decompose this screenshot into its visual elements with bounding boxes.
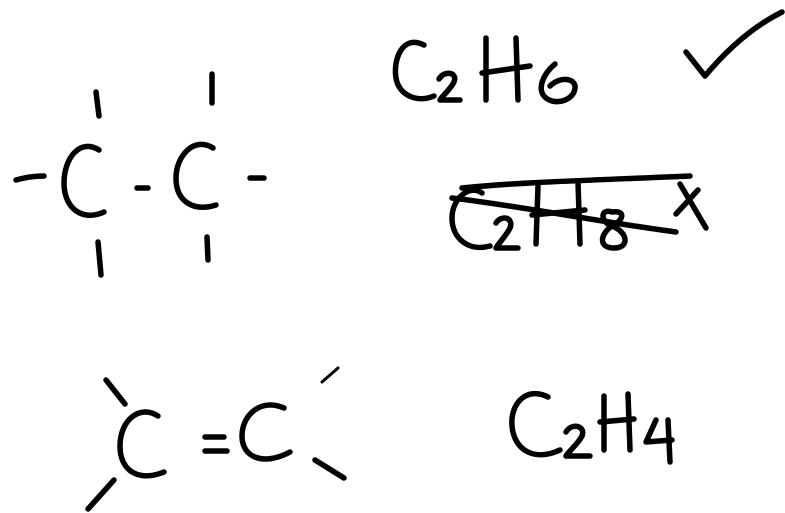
strike-through-arc (459, 173, 693, 191)
formula-c2h4-subscript-4-stem (665, 417, 673, 465)
carbon-atom-left (117, 409, 167, 479)
carbon-atom-2 (173, 141, 219, 210)
formula-c2h8-letter-c (449, 187, 493, 251)
h-bond-upper-left (103, 377, 128, 407)
formula-c2h8-crossed (449, 173, 693, 251)
formula-c2h4-subscript-2 (563, 423, 593, 459)
cross-mark-stroke-1 (677, 181, 709, 231)
cross-mark-icon (673, 181, 709, 231)
formula-c2h6-subscript-2 (436, 70, 463, 103)
h-bond-left (13, 173, 47, 183)
ethylene-structure (85, 366, 347, 512)
check-mark-icon (683, 9, 785, 79)
formula-c2h8-subscript-8 (599, 208, 628, 251)
h-bond-lower-left (85, 477, 117, 512)
h-bond-upper-right (320, 366, 340, 384)
formula-c2h4-subscript-4-left (643, 417, 675, 445)
formula-c2h6-letter-c (392, 39, 437, 102)
carbon-atom-right (239, 402, 293, 462)
formula-c2h4-letter-c (509, 390, 563, 458)
cross-mark-stroke-2 (673, 187, 701, 217)
strike-through-line (449, 195, 679, 235)
formula-c2h4 (509, 390, 675, 465)
formula-c2h8-subscript-2 (493, 215, 521, 251)
h-bond-lower-right (312, 457, 347, 481)
formula-c2h6-letter-h-bar (479, 63, 533, 76)
formula-c2h6 (392, 35, 578, 105)
ethane-structure (13, 71, 267, 278)
h-bond-bottom-left (95, 239, 104, 278)
h-bond-top-left (93, 89, 102, 119)
h-bond-bottom-right (204, 234, 211, 263)
formula-c2h4-letter-h-bar (597, 416, 637, 425)
formula-c2h6-subscript-6 (538, 61, 578, 105)
carbon-atom-1 (61, 143, 107, 218)
